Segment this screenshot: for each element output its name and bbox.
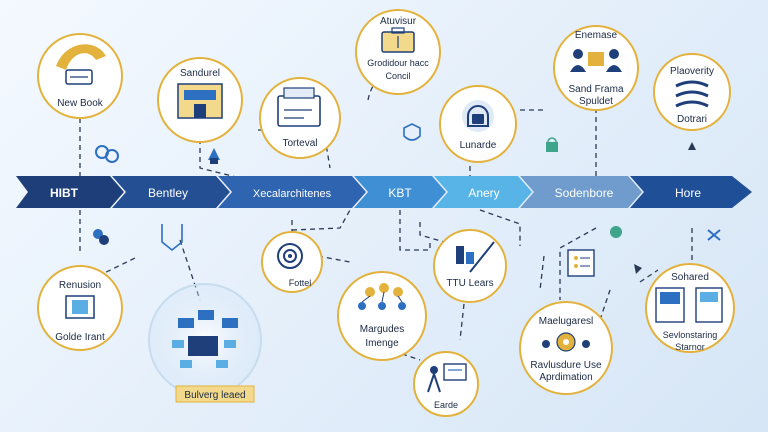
node-label: Dotrari xyxy=(677,114,707,125)
node-atuvisur[interactable]: Atuvisur Grodidour hacc Concil xyxy=(355,9,441,95)
node-ttu-lears[interactable]: TTU Lears xyxy=(433,229,507,303)
node-label: Enemase xyxy=(575,30,618,41)
node-label: Starnor xyxy=(675,342,705,352)
swap-arrows-icon xyxy=(707,229,721,241)
node-label: Maelugaresl xyxy=(539,316,593,327)
timeline-bar: HIBT Bentley Xecalarchitenes KBT Anery S… xyxy=(16,176,752,208)
node-maelugaresl[interactable]: Maelugaresl Ravlusdure Use Aprdimation xyxy=(519,301,613,395)
node-label: Imenge xyxy=(365,338,399,349)
timeline-segment-anery[interactable]: Anery xyxy=(434,176,532,208)
lightbulb-icon xyxy=(610,226,622,238)
node-label: Golde Irant xyxy=(55,332,105,343)
node-label: Ravlusdure Use xyxy=(530,360,602,371)
briefcase-icon xyxy=(381,27,415,53)
timeline-label-xecal: Xecalarchitenes xyxy=(253,188,332,200)
node-label: Plaoverity xyxy=(670,66,714,77)
node-label: Sand Frama xyxy=(568,84,623,95)
coins-icon xyxy=(93,229,109,245)
node-label: Earde xyxy=(434,400,458,410)
node-label: Aprdimation xyxy=(539,372,592,383)
timeline-label-hibt: HIBT xyxy=(50,186,79,200)
node-label: Renusion xyxy=(59,280,101,291)
node-label: Sohared xyxy=(671,272,709,283)
timeline-segment-xecal[interactable]: Xecalarchitenes xyxy=(218,176,366,208)
node-sandurel[interactable]: Sandurel xyxy=(157,57,243,143)
timeline-segment-hibt[interactable]: HIBT xyxy=(16,176,124,208)
dashboard-icon xyxy=(172,310,238,368)
node-label: Grodidour hacc xyxy=(367,58,429,68)
lock-icon xyxy=(462,100,494,132)
node-bulverg[interactable]: Bulverg leaed xyxy=(148,283,262,403)
funnel-icon xyxy=(161,224,183,252)
layers-icon xyxy=(675,80,709,108)
timeline-label-anery: Anery xyxy=(468,186,499,200)
padlock-small-icon xyxy=(546,137,558,152)
people-icon xyxy=(570,49,622,72)
node-label: Sandurel xyxy=(180,68,220,79)
cursor-icon xyxy=(208,148,220,164)
machine-icon xyxy=(277,87,321,127)
node-label: TTU Lears xyxy=(446,278,493,289)
node-plaoverity[interactable]: Plaoverity Dotrari xyxy=(653,53,731,131)
node-label: Torteval xyxy=(282,138,317,149)
org-chart-icon xyxy=(358,283,406,310)
node-enemase[interactable]: Enemase Sand Frama Spuldet xyxy=(553,25,639,111)
node-lunarde[interactable]: Lunarde xyxy=(439,85,517,163)
shield-icon xyxy=(403,123,421,141)
timeline-label-kbt: KBT xyxy=(388,186,412,200)
node-label: Margudes xyxy=(360,324,404,335)
node-label: New Book xyxy=(57,98,104,109)
building-icon xyxy=(177,83,223,119)
checklist-icon xyxy=(567,249,595,277)
node-torteval[interactable]: Torteval xyxy=(259,77,341,159)
node-fottel[interactable]: Fottel xyxy=(261,231,323,293)
timeline-segment-sodenbore[interactable]: Sodenbore xyxy=(520,176,642,208)
timeline-label-sodenbore: Sodenbore xyxy=(555,186,614,200)
timeline-segment-kbt[interactable]: KBT xyxy=(354,176,446,208)
node-earde[interactable]: Earde xyxy=(413,351,479,417)
node-sohared[interactable]: Sohared Sevlonstaring Starnor xyxy=(645,263,735,353)
gear-team-icon xyxy=(542,332,590,352)
document-icon xyxy=(655,287,723,323)
timeline-label-hore: Hore xyxy=(675,186,701,200)
node-renusion[interactable]: Renusion Golde Irant xyxy=(37,265,123,351)
node-label: Bulverg leaed xyxy=(184,390,245,401)
node-margudes[interactable]: Margudes Imenge xyxy=(337,271,427,361)
link-icon xyxy=(95,145,119,163)
cube-icon xyxy=(65,295,95,319)
node-new-book[interactable]: New Book xyxy=(37,33,123,119)
chart-ruler-icon xyxy=(456,241,495,273)
pen-book-icon xyxy=(56,44,106,85)
node-label: Concil xyxy=(385,71,410,81)
timeline-segment-bentley[interactable]: Bentley xyxy=(112,176,230,208)
presenter-icon xyxy=(427,363,467,393)
node-label: Fottel xyxy=(289,278,312,288)
node-label: Atuvisur xyxy=(380,16,417,27)
timeline-label-bentley: Bentley xyxy=(148,186,188,200)
node-label: Spuldet xyxy=(579,96,613,107)
target-icon xyxy=(277,243,303,269)
node-label: Sevlonstaring xyxy=(663,330,718,340)
timeline-segment-hore[interactable]: Hore xyxy=(630,176,752,208)
node-label: Lunarde xyxy=(460,140,497,151)
